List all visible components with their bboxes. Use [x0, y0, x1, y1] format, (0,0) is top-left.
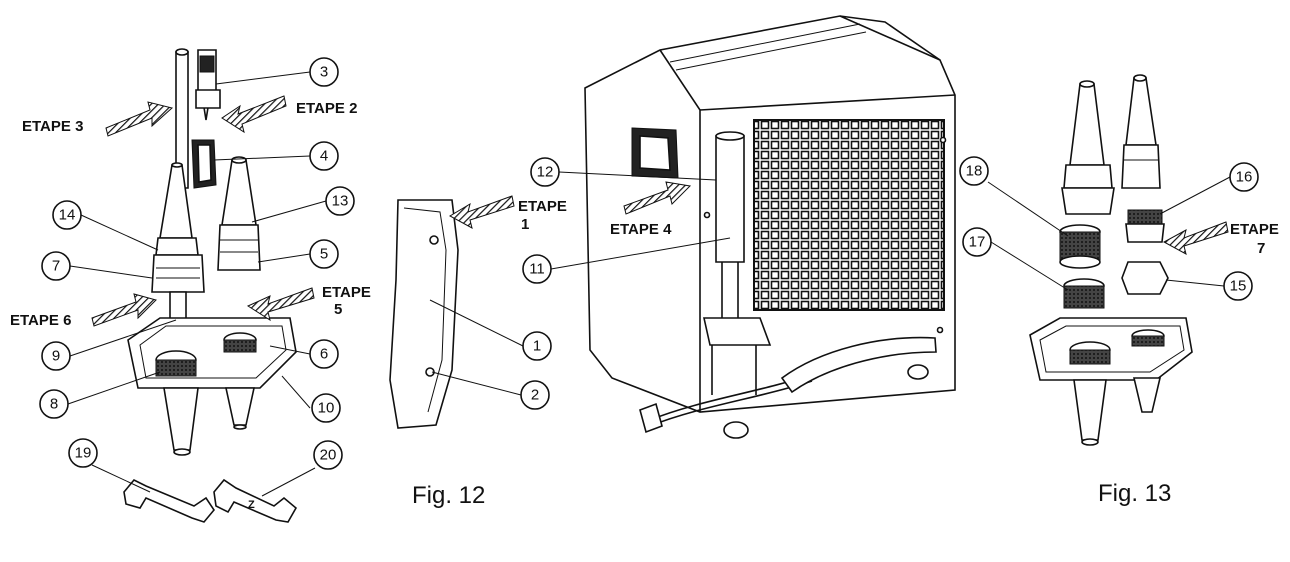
svg-text:1: 1 — [533, 338, 541, 355]
figure-label-fig12: Fig. 12 — [412, 482, 485, 509]
left-exploded-assembly: Z — [123, 48, 298, 523]
svg-text:12: 12 — [537, 164, 554, 181]
svg-text:5: 5 — [320, 246, 328, 263]
svg-text:2: 2 — [531, 387, 539, 404]
etape7-label-line1: ETAPE — [1230, 221, 1279, 238]
etape4-label: ETAPE 4 — [610, 221, 672, 238]
etape7-label-line2: 7 — [1257, 240, 1265, 257]
etape5-label-line1: ETAPE — [322, 284, 371, 301]
etape5-label-line2: 5 — [334, 301, 342, 318]
callout-13: 13 — [325, 186, 355, 216]
svg-text:13: 13 — [332, 193, 349, 210]
step-arrows — [91, 95, 1229, 327]
step-arrow-etape4 — [623, 181, 692, 215]
etape3-label: ETAPE 3 — [22, 118, 83, 135]
callout-18: 18 — [959, 156, 989, 186]
svg-text:17: 17 — [969, 234, 986, 251]
etape1-label-line1: ETAPE — [518, 198, 567, 215]
leader-lines — [67, 71, 1231, 497]
etape2-label: ETAPE 2 — [296, 100, 357, 117]
callout-10: 10 — [311, 393, 341, 423]
callout-14: 14 — [52, 200, 82, 230]
svg-text:19: 19 — [75, 445, 92, 462]
svg-text:18: 18 — [966, 163, 983, 180]
etape1-label-line2: 1 — [521, 216, 529, 233]
callout-3: 3 — [309, 57, 339, 87]
step-arrow-etape1 — [448, 195, 515, 229]
callout-20: 20 — [313, 440, 343, 470]
callout-11: 11 — [522, 254, 552, 284]
dehumidifier-unit — [584, 15, 956, 439]
callout-6: 6 — [309, 339, 339, 369]
svg-text:11: 11 — [529, 261, 545, 278]
svg-text:20: 20 — [320, 447, 337, 464]
figure-label-fig13: Fig. 13 — [1098, 480, 1171, 507]
callout-4: 4 — [309, 141, 339, 171]
callout-5: 5 — [309, 239, 339, 269]
callout-19: 19 — [68, 438, 98, 468]
step-arrow-etape3 — [105, 101, 174, 137]
step-arrow-etape7 — [1162, 221, 1229, 255]
callout-9: 9 — [41, 341, 71, 371]
svg-text:6: 6 — [320, 346, 328, 363]
step-labels: ETAPE 3 ETAPE 2 ETAPE 6 ETAPE 5 ETAPE 1 … — [10, 100, 1279, 329]
callout-2: 2 — [520, 380, 550, 410]
step-arrow-etape6 — [91, 293, 157, 327]
callout-7: 7 — [41, 251, 71, 281]
callout-12: 12 — [530, 157, 560, 187]
callout-1: 1 — [522, 331, 552, 361]
svg-text:9: 9 — [52, 348, 60, 365]
callout-8: 8 — [39, 389, 69, 419]
svg-text:3: 3 — [320, 64, 328, 81]
callout-17: 17 — [962, 227, 992, 257]
callout-15: 15 — [1223, 271, 1253, 301]
svg-text:15: 15 — [1230, 278, 1247, 295]
svg-text:14: 14 — [59, 207, 76, 224]
right-exploded-assembly — [1029, 74, 1193, 446]
svg-text:10: 10 — [318, 400, 335, 417]
step-arrow-etape2 — [221, 95, 287, 134]
svg-text:16: 16 — [1236, 169, 1253, 186]
step-arrow-etape5 — [246, 287, 315, 322]
svg-text:Z: Z — [248, 499, 255, 511]
etape6-label: ETAPE 6 — [10, 312, 71, 329]
svg-text:7: 7 — [52, 258, 60, 275]
callout-16: 16 — [1229, 162, 1259, 192]
side-panel-part — [389, 199, 459, 429]
callouts: 3 4 13 5 6 10 14 7 9 8 19 20 1 2 12 11 1… — [39, 57, 1259, 470]
figure-labels: Fig. 12 Fig. 13 — [412, 480, 1171, 509]
svg-text:8: 8 — [50, 396, 58, 413]
svg-text:4: 4 — [320, 148, 328, 165]
